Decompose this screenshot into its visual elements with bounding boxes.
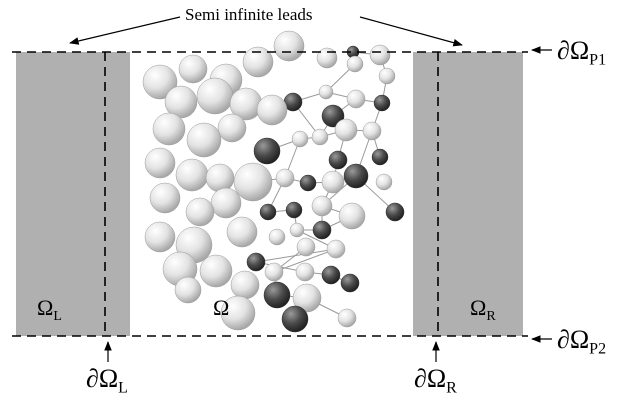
light-atom	[346, 55, 364, 73]
light-atom	[292, 283, 322, 313]
dark-atom	[385, 202, 405, 222]
right-boundary-subscript: R	[446, 379, 457, 397]
light-atom	[178, 54, 208, 84]
caption-arrow-left	[69, 16, 181, 45]
caption-arrow-right	[359, 16, 463, 47]
light-atom	[174, 276, 202, 304]
bottom-boundary-subscript: P2	[589, 340, 607, 358]
light-atom	[369, 44, 391, 66]
light-atom	[289, 222, 305, 238]
light-atom	[362, 121, 382, 141]
right-lead-subscript: R	[486, 308, 496, 324]
right-lead-symbol: Ω	[470, 295, 487, 320]
top-boundary-symbol: ∂Ω	[557, 36, 590, 65]
light-atom	[199, 254, 233, 288]
light-atom	[186, 122, 222, 158]
light-atom	[164, 85, 198, 119]
bond-line	[273, 248, 337, 273]
dark-atom	[263, 281, 291, 309]
light-atom	[144, 147, 176, 179]
light-atom	[275, 168, 295, 188]
dark-atom	[253, 137, 281, 165]
left-lead	[16, 52, 130, 336]
light-atom	[185, 197, 215, 227]
bond-line	[255, 248, 337, 263]
dark-atom	[373, 94, 391, 112]
light-atom	[152, 112, 186, 146]
right-lead-label: ΩR	[470, 297, 496, 324]
right-boundary-symbol: ∂Ω	[414, 364, 447, 393]
light-atom	[226, 216, 258, 248]
light-atom	[318, 84, 334, 100]
top-boundary-subscript: P1	[589, 51, 607, 69]
dark-atom	[343, 163, 369, 189]
dark-atom	[281, 305, 309, 333]
light-atom	[311, 128, 329, 146]
left-boundary-subscript: L	[118, 379, 128, 397]
light-atom	[264, 262, 284, 282]
light-atom	[144, 221, 176, 253]
dark-atom	[299, 174, 317, 192]
device-region-label: Ω	[213, 297, 229, 319]
light-atom	[217, 113, 247, 143]
light-atom	[149, 182, 181, 214]
left-lead-label: ΩL	[37, 297, 62, 324]
right-boundary-label: ∂ΩR	[414, 366, 457, 397]
light-atom	[321, 170, 345, 194]
light-atom	[311, 195, 333, 217]
bottom-boundary-symbol: ∂Ω	[557, 325, 590, 354]
dark-atom	[321, 104, 345, 128]
atom-cluster	[142, 30, 405, 333]
left-boundary-label: ∂ΩL	[86, 366, 128, 397]
dark-atom	[340, 273, 360, 293]
light-atom	[378, 67, 396, 85]
light-atom	[205, 163, 235, 193]
dashed-boundaries	[12, 51, 528, 337]
dark-atom	[321, 265, 341, 285]
dark-atom	[259, 203, 277, 221]
right-lead	[413, 52, 523, 336]
light-atom	[220, 295, 256, 331]
dark-atom	[246, 252, 266, 272]
light-atom	[210, 187, 242, 219]
light-atom	[337, 308, 357, 328]
light-atom	[175, 158, 209, 192]
dark-atom	[328, 150, 348, 170]
dark-atom	[371, 148, 389, 166]
light-atom	[346, 89, 366, 109]
light-atom	[296, 237, 316, 257]
light-atom	[375, 173, 393, 191]
left-boundary-symbol: ∂Ω	[86, 364, 119, 393]
light-atom	[326, 239, 346, 259]
dark-atom	[285, 201, 303, 219]
light-atom	[142, 64, 178, 100]
light-atom	[230, 270, 260, 300]
light-atom	[295, 262, 315, 282]
dark-atom	[312, 220, 332, 240]
light-atom	[291, 130, 309, 148]
left-lead-symbol: Ω	[37, 295, 54, 320]
device-region-symbol: Ω	[213, 295, 230, 320]
light-atom	[256, 94, 288, 126]
light-atom	[273, 30, 305, 62]
light-atom	[233, 162, 273, 202]
light-atom	[338, 202, 366, 230]
top-boundary-label: ∂ΩP1	[557, 38, 606, 69]
light-atom	[334, 118, 358, 142]
light-atom	[268, 228, 286, 246]
light-atom	[316, 47, 338, 69]
leads-caption: Semi infinite leads	[185, 5, 313, 24]
light-atom	[196, 77, 234, 115]
light-atom	[242, 46, 274, 78]
bottom-boundary-label: ∂ΩP2	[557, 327, 606, 358]
left-lead-subscript: L	[53, 308, 62, 324]
